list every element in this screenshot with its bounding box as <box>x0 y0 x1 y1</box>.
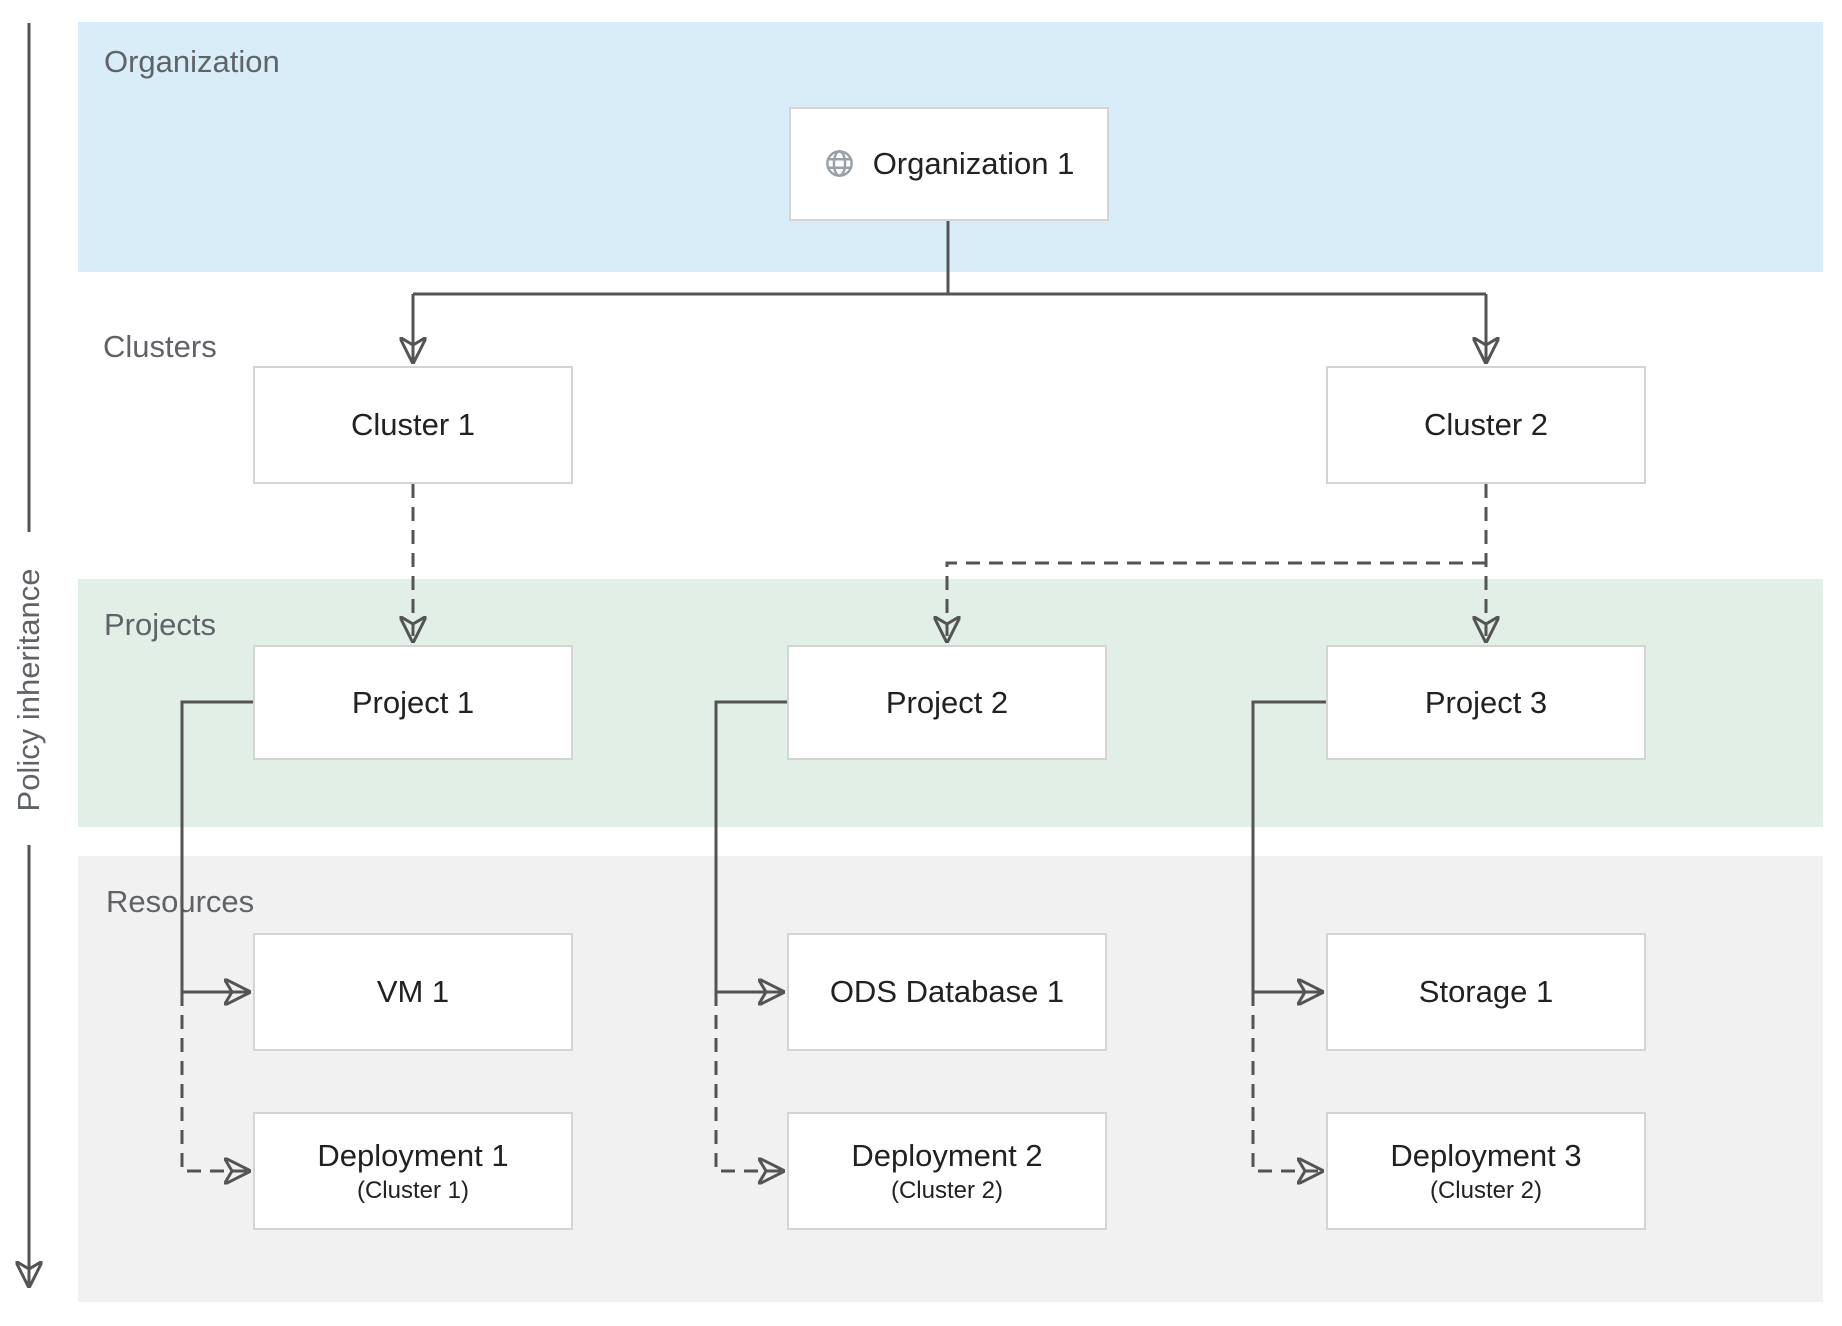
solid-edges <box>180 221 1486 992</box>
band-clusters-label: Clusters <box>103 329 217 364</box>
node-deployment-3-sublabel: (Cluster 2) <box>1429 1176 1543 1204</box>
edge-project3-to-storage1 <box>1251 700 1326 992</box>
edge-project2-to-deployment2 <box>714 992 784 1171</box>
node-deployment-3-label: Deployment 3 <box>1390 1137 1582 1173</box>
node-organization-1: Organization 1 <box>789 107 1109 221</box>
dashed-edges <box>180 484 1486 1171</box>
policy-inheritance-label: Policy inheritance <box>11 568 46 812</box>
edge-project3-to-deployment3 <box>1251 992 1323 1171</box>
edge-project2-to-ods <box>714 700 787 992</box>
node-deployment-1: Deployment 1 (Cluster 1) <box>253 1112 573 1230</box>
node-project-2: Project 2 <box>787 645 1107 760</box>
node-deployment-1-sublabel: (Cluster 1) <box>356 1176 470 1204</box>
node-deployment-2-label: Deployment 2 <box>851 1137 1043 1173</box>
band-resources-label: Resources <box>106 884 255 919</box>
globe-icon <box>825 150 853 178</box>
node-deployment-2: Deployment 2 (Cluster 2) <box>787 1112 1107 1230</box>
edge-cluster2-to-project2 <box>947 561 1486 642</box>
edge-project1-to-deployment1 <box>180 992 250 1171</box>
node-cluster-2-label: Cluster 2 <box>1423 407 1549 443</box>
node-cluster-1-label: Cluster 1 <box>350 407 476 443</box>
node-project-1-label: Project 1 <box>351 684 475 720</box>
node-organization-1-label: Organization 1 <box>872 146 1075 182</box>
node-project-2-label: Project 2 <box>885 684 1009 720</box>
node-ods-database-1-label: ODS Database 1 <box>829 974 1065 1010</box>
node-cluster-1: Cluster 1 <box>253 366 573 484</box>
node-storage-1: Storage 1 <box>1326 933 1646 1051</box>
band-organization-label: Organization <box>104 44 280 79</box>
node-storage-1-label: Storage 1 <box>1418 974 1554 1010</box>
node-deployment-3: Deployment 3 (Cluster 2) <box>1326 1112 1646 1230</box>
node-vm-1: VM 1 <box>253 933 573 1051</box>
node-deployment-2-sublabel: (Cluster 2) <box>890 1176 1004 1204</box>
node-project-1: Project 1 <box>253 645 573 760</box>
organization-1-content: Organization 1 <box>824 146 1075 182</box>
node-vm-1-label: VM 1 <box>376 974 450 1010</box>
node-ods-database-1: ODS Database 1 <box>787 933 1107 1051</box>
node-deployment-1-label: Deployment 1 <box>317 1137 509 1173</box>
node-project-3: Project 3 <box>1326 645 1646 760</box>
node-cluster-2: Cluster 2 <box>1326 366 1646 484</box>
node-project-3-label: Project 3 <box>1424 684 1548 720</box>
band-projects-label: Projects <box>104 607 216 642</box>
edge-project1-to-vm1 <box>180 700 253 992</box>
